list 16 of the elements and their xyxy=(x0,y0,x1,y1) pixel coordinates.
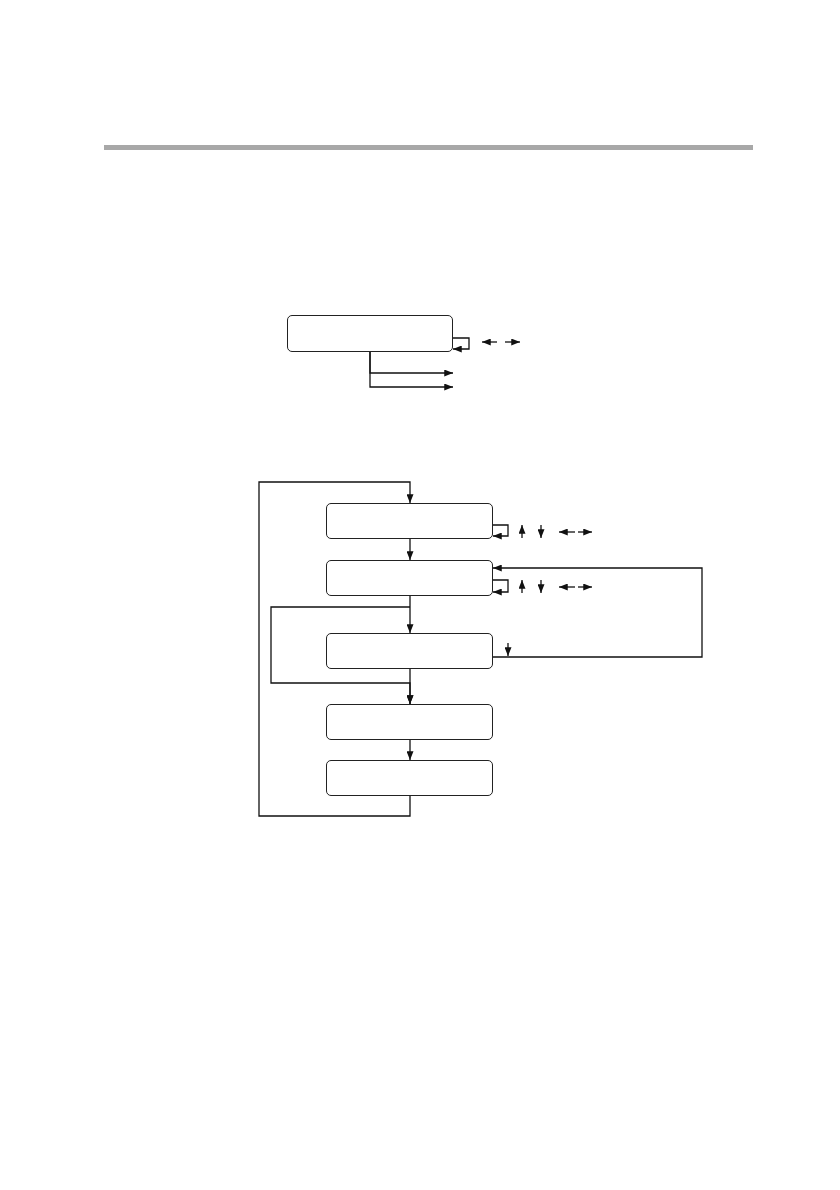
process-box xyxy=(326,704,493,740)
process-box xyxy=(326,760,493,796)
arrow xyxy=(406,668,414,705)
process-box xyxy=(287,315,453,352)
arrow xyxy=(369,351,454,391)
process-box xyxy=(326,503,493,539)
process-box xyxy=(326,633,493,669)
arrow xyxy=(406,595,414,634)
arrow xyxy=(452,337,470,353)
arrow xyxy=(492,524,509,540)
arrow xyxy=(406,739,414,761)
arrow xyxy=(406,538,414,561)
arrow xyxy=(492,579,509,596)
arrow xyxy=(258,481,414,817)
process-box xyxy=(326,560,493,596)
arrow xyxy=(492,564,703,658)
